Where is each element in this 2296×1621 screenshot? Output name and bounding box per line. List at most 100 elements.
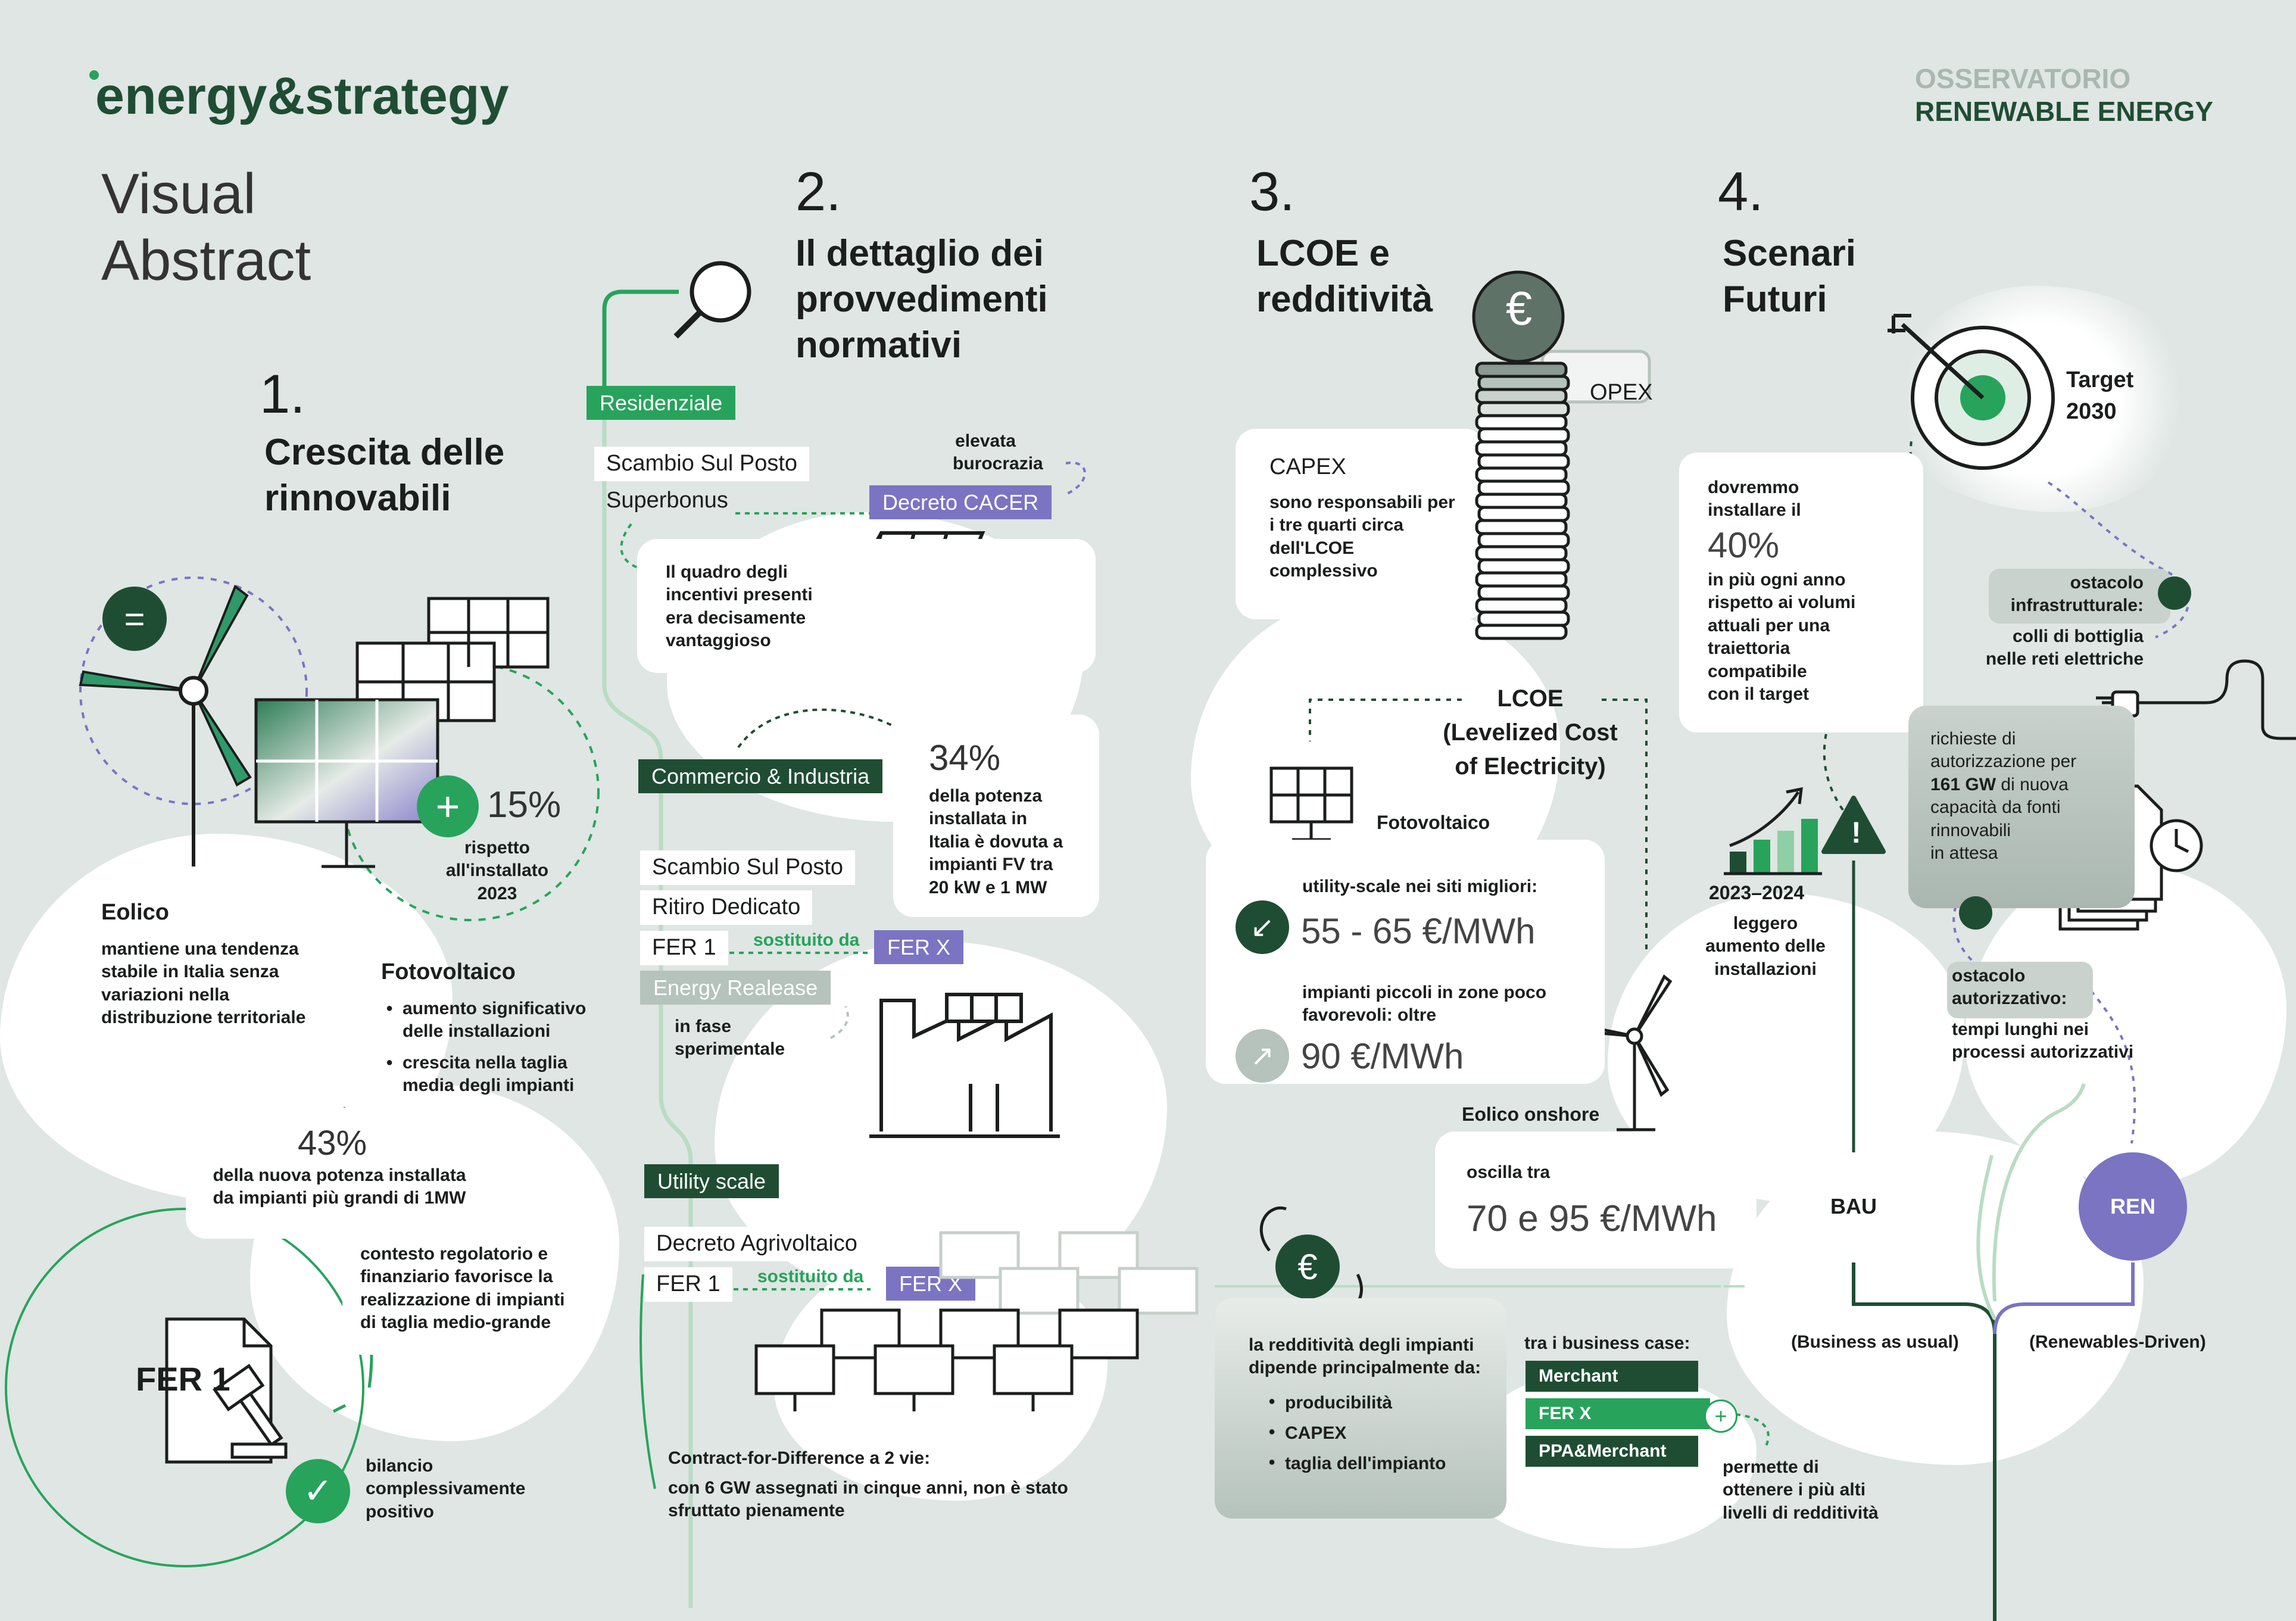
tag-residenziale: Residenziale	[587, 386, 736, 420]
stable-equal-icon: =	[102, 587, 167, 651]
item-ci-scambio-sul-posto: Scambio Sul Posto	[640, 850, 856, 885]
sostituito-da-label: sostituito da	[753, 930, 860, 950]
cfd-title: Contract-for-Difference a 2 vie:	[668, 1448, 931, 1468]
logo-dot-icon	[89, 70, 99, 80]
capex-title: CAPEX	[1269, 454, 1346, 479]
sostituito-da-label-2: sostituito da	[757, 1267, 864, 1286]
item-scambio-sul-posto: Scambio Sul Posto	[594, 447, 810, 481]
eolico-title: Eolico	[101, 900, 170, 925]
ostacolo-aut-bg	[1947, 962, 2093, 1018]
check-icon: ✓	[286, 1459, 350, 1523]
card-34	[893, 715, 1099, 917]
bc-ppa-merchant: PPA&Merchant	[1526, 1436, 1698, 1467]
sostituito-line-2	[734, 1288, 871, 1290]
item-superbonus: Superbonus	[606, 488, 728, 513]
ren-desc: (Renewables-Driven)	[2029, 1332, 2206, 1352]
card-richieste	[1908, 706, 2135, 908]
small-plants-value: 90 €/MWh	[1301, 1036, 1464, 1076]
section-4-number: 4.	[1718, 161, 1764, 222]
solar-field-icon	[754, 1231, 1199, 1411]
authorization-dot-icon	[1959, 896, 1992, 930]
item-fer1-utility: FER 1	[644, 1267, 732, 1302]
item-decreto-agrivoltaico: Decreto Agrivoltaico	[644, 1227, 869, 1261]
tag-energy-release: Energy Realease	[640, 971, 831, 1005]
bau-circle: BAU	[1799, 1152, 1908, 1261]
fer1-document-icon	[165, 1317, 288, 1464]
bc-merchant: Merchant	[1526, 1361, 1698, 1392]
observatory-name: RENEWABLE ENERGY	[1915, 96, 2213, 127]
redditivita-bullets: producibilità CAPEX taglia dell'impianto	[1268, 1388, 1446, 1479]
bau-desc: (Business as usual)	[1791, 1332, 1959, 1352]
eolico-onshore-value: 70 e 95 €/MWh	[1467, 1198, 1717, 1239]
arrow-down-icon: ↙	[1236, 900, 1289, 954]
section-3-number: 3.	[1249, 161, 1295, 222]
section-1-number: 1.	[260, 364, 305, 425]
ren-circle: REN	[2079, 1152, 2187, 1261]
observatory-label: OSSERVATORIO	[1915, 63, 2131, 94]
sostituito-line	[729, 952, 872, 954]
utility-scale-value: 55 - 65 €/MWh	[1301, 911, 1536, 951]
increase-40-value: 40%	[1708, 525, 1780, 565]
share-34-value: 34%	[929, 738, 1001, 778]
years-label: 2023–2024	[1709, 882, 1805, 903]
bc-plus-icon: +	[1704, 1399, 1737, 1433]
visual-abstract-title-1: Visual	[101, 162, 256, 226]
cfd-desc: con 6 GW assegnati in cinque anni, non è…	[668, 1478, 1068, 1521]
item-ritiro-dedicato: Ritiro Dedicato	[640, 890, 813, 925]
tag-fer-x: FER X	[874, 930, 964, 964]
share-43-value: 43%	[298, 1124, 367, 1162]
card-capex	[1236, 429, 1486, 619]
tag-decreto-cacer: Decreto CACER	[869, 485, 1052, 519]
fer1-doc-label: FER 1	[136, 1360, 230, 1398]
warning-icon: !	[1851, 816, 1861, 849]
eolico-onshore-label: Eolico onshore	[1462, 1103, 1600, 1125]
growth-15-value: 15%	[487, 784, 561, 825]
tag-utility-scale: Utility scale	[644, 1164, 779, 1198]
infra-dot-icon	[2158, 576, 2191, 610]
euro-coin-icon: €	[1505, 282, 1533, 335]
card-contesto	[342, 1221, 581, 1355]
card-residenziale	[637, 539, 1096, 673]
tag-fer-x-2: FER X	[886, 1267, 976, 1301]
section-2-number: 2.	[796, 161, 841, 222]
bg-blob	[1727, 1131, 2144, 1465]
fotovoltaico-lcoe-label: Fotovoltaico	[1377, 812, 1490, 833]
card-43	[186, 1108, 489, 1239]
oscilla-label: oscilla tra	[1467, 1162, 1551, 1182]
logo[interactable]: energy&strategy	[95, 66, 509, 125]
card-40	[1679, 453, 1923, 732]
card-eolico-onshore	[1435, 1131, 1757, 1268]
business-case-title: tra i business case:	[1524, 1333, 1690, 1353]
plus-icon: +	[417, 775, 479, 837]
tag-commercio-industria: Commercio & Industria	[638, 759, 883, 793]
opex-label: OPEX	[1590, 380, 1653, 405]
euro-cycle-icon: €	[1275, 1235, 1340, 1299]
coin-stack-icon	[1472, 270, 1651, 640]
